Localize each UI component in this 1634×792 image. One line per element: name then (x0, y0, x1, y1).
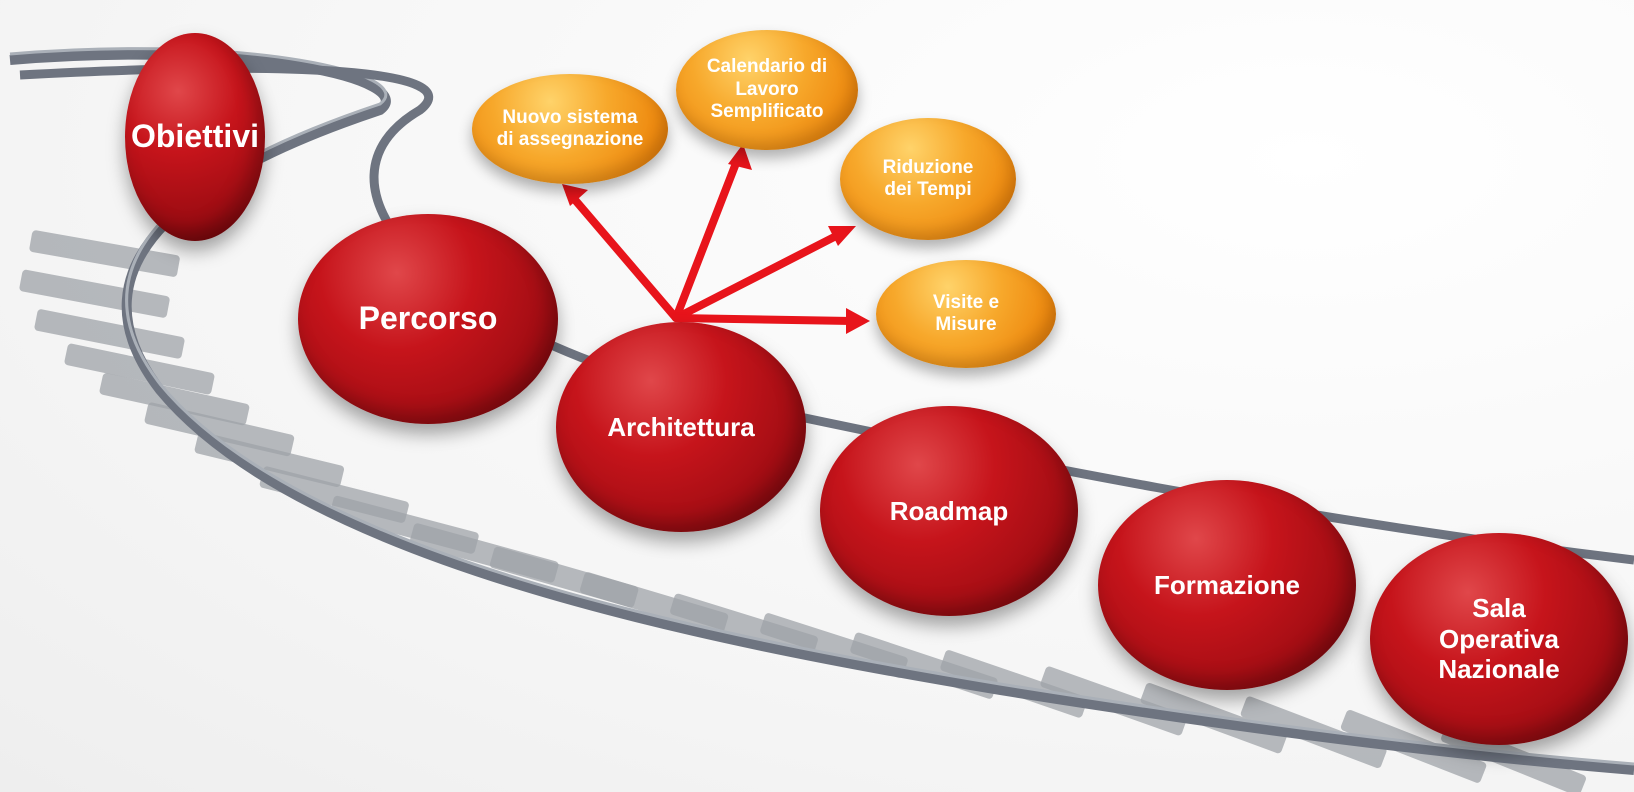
step-obiettivi-label: Obiettivi (130, 118, 259, 155)
step-obiettivi: Obiettivi (125, 33, 265, 241)
step-formazione-label: Formazione (1154, 569, 1300, 600)
arrow-head-riduzione (828, 226, 856, 246)
step-sala-label: Sala Operativa Nazionale (1438, 592, 1560, 685)
step-sala-operativa-nazionale: Sala Operativa Nazionale (1370, 533, 1628, 745)
arrow-head-visite (846, 308, 870, 334)
sleeper (34, 309, 185, 359)
inner-rail (9, 47, 1634, 766)
arrow-to-riduzione (672, 229, 846, 322)
arrow-head-calendario (728, 144, 752, 170)
sub-visite-label: Visite e Misure (932, 291, 1000, 335)
sub-nuovo-label: Nuovo sistema di assegnazione (496, 106, 644, 150)
arrow-to-calendario (672, 154, 742, 322)
step-roadmap-label: Roadmap (889, 495, 1009, 526)
sub-nuovo-sistema: Nuovo sistema di assegnazione (472, 74, 668, 184)
step-architettura: Architettura (556, 322, 806, 532)
sleeper (670, 593, 818, 658)
sub-riduzione-label: Riduzione dei Tempi (882, 156, 974, 200)
sub-calendario: Calendario di Lavoro Semplificato (676, 30, 858, 150)
sleeper (19, 269, 170, 318)
sub-riduzione-tempi: Riduzione dei Tempi (840, 118, 1016, 240)
sub-calendario-label: Calendario di Lavoro Semplificato (706, 56, 828, 123)
track-sleepers (19, 230, 1586, 792)
arrow-to-nuovo (566, 190, 680, 322)
sleeper (29, 230, 180, 277)
connector-arrows (562, 144, 870, 334)
outer-rail (9, 49, 1634, 775)
step-architettura-label: Architettura (607, 411, 755, 442)
step-percorso: Percorso (298, 214, 558, 424)
arrow-to-visite (672, 314, 856, 325)
sleeper (194, 432, 344, 487)
sleeper (64, 343, 215, 395)
sub-visite-misure: Visite e Misure (876, 260, 1056, 368)
step-formazione: Formazione (1098, 480, 1356, 690)
step-roadmap: Roadmap (820, 406, 1078, 616)
arrow-head-nuovo (562, 184, 588, 206)
step-percorso-label: Percorso (358, 300, 498, 337)
